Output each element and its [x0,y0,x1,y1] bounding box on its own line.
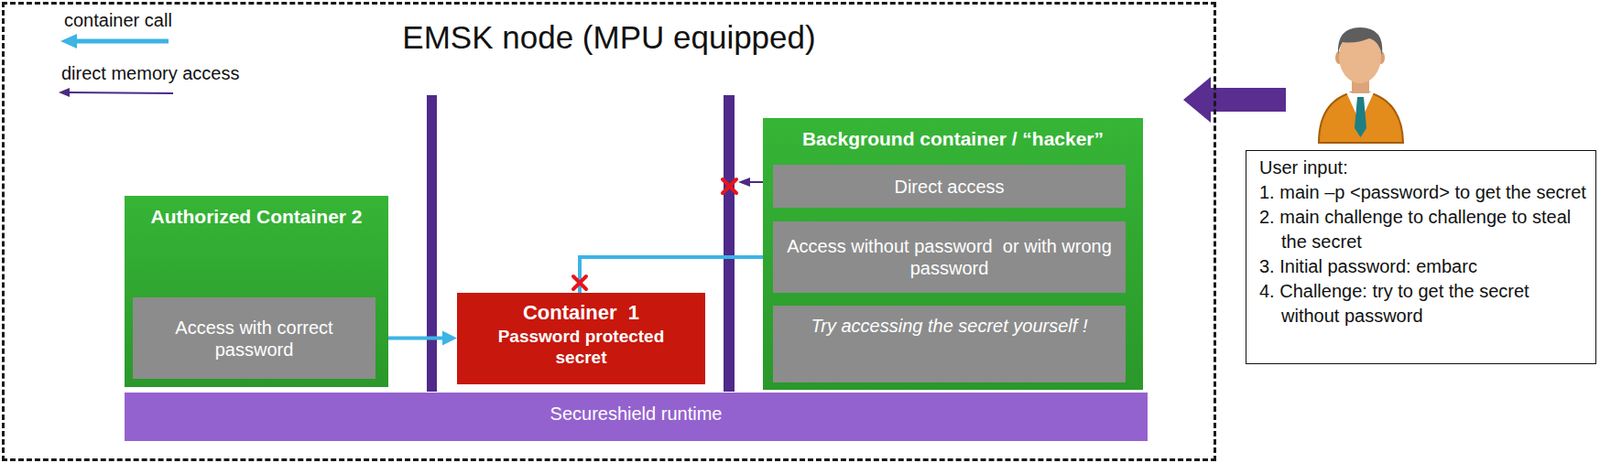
isolation-bar [426,95,437,392]
legend-label: container call [64,9,173,32]
legend-call-head [60,33,77,49]
node-text: 1. main –p <password> to get the secret [1259,180,1587,206]
node-title: User input: [1259,155,1587,181]
access-box: Access without password or with wrong pa… [772,221,1126,294]
direct-access-line [749,181,763,184]
node-title: Direct access [782,175,1117,198]
node-title: Authorized Container 2 [131,205,381,229]
access-box: Try accessing the secret yourself ! [772,305,1126,383]
node-title: EMSK node (MPU equipped) [4,18,1214,57]
blocked-mark [573,276,587,290]
isolation-bar [723,95,735,392]
person-icon [1318,27,1404,143]
node-title: Access with correct password [141,316,367,361]
container-box: Authorized Container 2 Access with correc… [124,195,389,388]
access-box: Direct access [772,164,1126,208]
node-title: Secureshield runtime [133,402,1139,425]
node-title: Access without password or with wrong pa… [782,235,1117,280]
node-text: Password protected secret [489,326,673,369]
node-text: 2. main challenge to challenge to steal … [1259,205,1587,255]
container-box: Background container / “hacker” Direct ac… [762,118,1143,391]
node-title: Container 1 [489,300,673,327]
user-arrow [1183,76,1286,123]
input-box: User input:1. main –p <password> to get … [1245,150,1597,365]
blocked-mark [722,179,737,194]
connector-line [579,257,773,294]
legend-label: direct memory access [61,62,240,85]
runtime-band: Secureshield runtime [124,392,1148,442]
node-text: 4. Challenge: try to get the secret with… [1259,279,1587,329]
node-text: 3. Initial password: embarc [1259,254,1587,280]
node-title: Try accessing the secret yourself ! [782,315,1117,338]
direct-access-head [738,177,751,187]
legend-memory-line [67,92,174,94]
node-title: Background container / “hacker” [770,127,1136,152]
connector [579,257,773,294]
access-box: Access with correct password [132,297,376,380]
legend-call-line [75,39,169,44]
legend-memory-head [58,87,70,98]
arrow-head [442,331,458,347]
secret-box: Container 1Password protected secret [457,293,706,385]
